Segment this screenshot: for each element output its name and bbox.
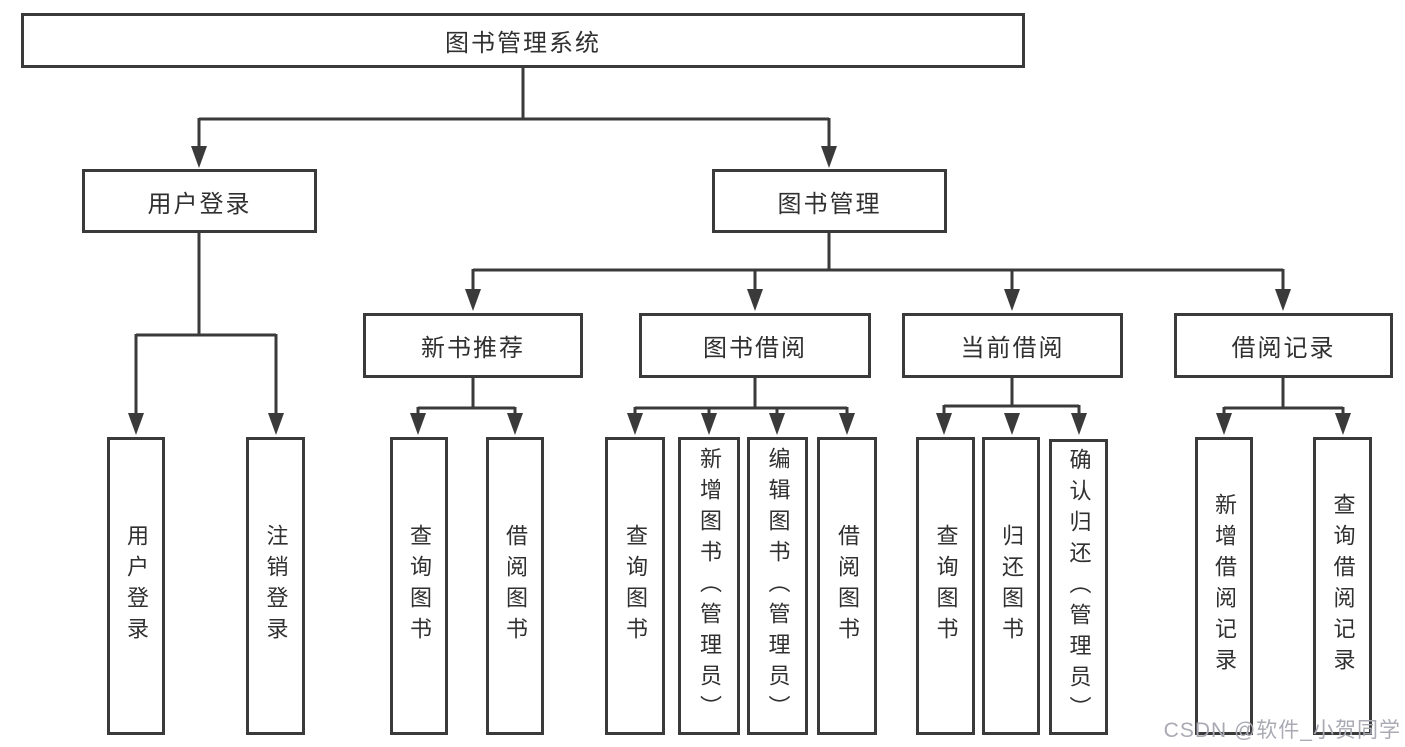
- node-label: 用户登录: [124, 524, 149, 648]
- node-label: 查询图书: [623, 524, 648, 648]
- node-label: 图书管理系统: [445, 30, 601, 57]
- node-leaf-query-books-borrowing: 查询图书: [605, 437, 665, 735]
- node-leaf-query-borrow-record: 查询借阅记录: [1313, 437, 1372, 735]
- arrowhead: [769, 413, 785, 435]
- arrowhead: [1004, 413, 1020, 435]
- arrowhead: [1071, 413, 1087, 435]
- node-label: 查询借阅记录: [1330, 493, 1356, 679]
- arrowhead: [1335, 413, 1351, 435]
- arrowhead: [191, 146, 207, 168]
- node-label: 新书推荐: [421, 335, 525, 362]
- node-label: 借阅记录: [1231, 335, 1336, 362]
- node-user-login: 用户登录: [82, 169, 317, 233]
- node-label: 用户登录: [147, 190, 252, 218]
- node-leaf-add-borrow-record: 新增借阅记录: [1195, 437, 1253, 735]
- node-label: 编辑图书（管理员）: [765, 446, 791, 726]
- node-label: 查询图书: [933, 524, 959, 648]
- node-new-book-recommend: 新书推荐: [363, 313, 583, 378]
- connectors-user-login-children: [128, 231, 284, 435]
- node-book-borrowing: 图书借阅: [639, 313, 871, 378]
- node-leaf-borrow-books-recommend: 借阅图书: [486, 437, 544, 735]
- node-book-management: 图书管理: [712, 169, 947, 233]
- arrowhead: [1216, 413, 1232, 435]
- node-label: 新增图书（管理员）: [697, 446, 722, 726]
- node-root: 图书管理系统: [21, 13, 1025, 68]
- node-label: 查询图书: [407, 524, 432, 648]
- connectors-borrowing-records-children: [1216, 376, 1351, 435]
- node-leaf-user-login: 用户登录: [107, 437, 165, 735]
- node-label: 确认归还（管理员）: [1066, 447, 1092, 727]
- node-leaf-borrow-books-borrowing: 借阅图书: [817, 437, 877, 735]
- connectors-root-to-level2: [191, 66, 837, 168]
- node-leaf-query-books-current: 查询图书: [916, 437, 975, 735]
- arrowhead: [936, 413, 952, 435]
- arrowhead: [1004, 289, 1020, 311]
- node-borrowing-records: 借阅记录: [1174, 313, 1393, 378]
- arrowhead: [1275, 289, 1291, 311]
- csdn-watermark: CSDN @软件_小贺同学: [1163, 719, 1401, 742]
- node-leaf-edit-books-admin: 编辑图书（管理员）: [747, 437, 808, 735]
- connectors-book-management-children: [465, 231, 1291, 311]
- connectors-current-borrowing-children: [936, 376, 1087, 435]
- connectors-book-borrowing-children: [627, 376, 855, 435]
- arrowhead: [821, 146, 837, 168]
- node-leaf-add-books-admin: 新增图书（管理员）: [678, 437, 740, 735]
- arrowhead: [410, 413, 426, 435]
- node-leaf-return-books: 归还图书: [982, 437, 1040, 735]
- node-label: 借阅图书: [503, 524, 528, 648]
- node-label: 注销登录: [263, 524, 289, 648]
- arrowhead: [128, 413, 144, 435]
- arrowhead: [747, 289, 763, 311]
- connectors-new-book-recommend-children: [410, 376, 523, 435]
- node-label: 归还图书: [999, 524, 1024, 648]
- node-current-borrowing: 当前借阅: [902, 313, 1123, 378]
- arrowhead: [701, 413, 717, 435]
- node-leaf-confirm-return-admin: 确认归还（管理员）: [1049, 439, 1108, 735]
- arrowhead: [268, 413, 284, 435]
- node-label: 新增借阅记录: [1212, 493, 1237, 679]
- arrowhead: [507, 413, 523, 435]
- node-label: 借阅图书: [835, 524, 860, 648]
- node-leaf-query-books-recommend: 查询图书: [390, 437, 448, 735]
- node-label: 当前借阅: [960, 335, 1065, 362]
- node-label: 图书管理: [777, 190, 882, 218]
- arrowhead: [465, 289, 481, 311]
- node-leaf-logout: 注销登录: [246, 437, 305, 735]
- arrowhead: [627, 413, 643, 435]
- arrowhead: [839, 413, 855, 435]
- node-label: 图书借阅: [703, 335, 807, 362]
